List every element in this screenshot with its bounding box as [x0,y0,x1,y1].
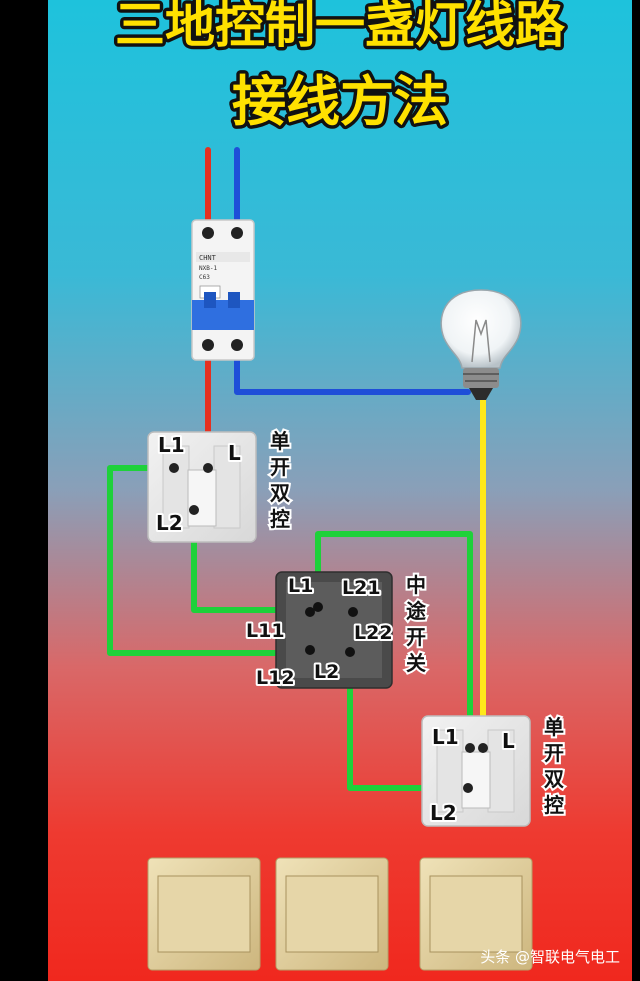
wiring-diagram: 三地控制一盏灯线路 接线方法 CHNT NXB-1 C63 [107,0,620,971]
switch-middle-label: 中 途 开 关 [404,571,429,677]
traveler-top-l2-to-middle-l11 [191,507,309,613]
top-terminal-l: L [228,441,241,465]
top-terminal-l2: L2 [156,511,183,535]
wall-switch-1 [147,857,261,971]
switch-top: L1 L L2 [147,431,257,543]
light-bulb [440,289,522,400]
middle-terminal-l11: L11 [246,620,285,642]
circuit-breaker: CHNT NXB-1 C63 [191,219,255,361]
bottom-label-char-0: 单 [544,715,564,739]
breaker-lever-right[interactable] [228,292,240,308]
middle-terminal-l21: L21 [342,577,381,599]
breaker-lever-left[interactable] [204,292,216,308]
neutral-to-lamp-wire [234,342,471,395]
top-label-char-3: 控 [270,507,290,531]
wall-switch-3 [419,857,533,971]
breaker-rating: C63 [199,274,210,281]
middle-terminal-l12: L12 [256,667,295,689]
top-label-char-0: 单 [270,429,290,453]
diagram-canvas: 三地控制一盏灯线路 接线方法 CHNT NXB-1 C63 [48,0,632,981]
wall-switch-2 [275,857,389,971]
breaker-brand: CHNT [199,254,217,262]
top-label-char-2: 双 [270,481,290,505]
bottom-label-char-1: 开 [544,741,564,765]
watermark: 头条 @智联电气电工 [480,948,620,966]
bottom-terminal-l: L [502,729,515,753]
bottom-terminal-l1: L1 [432,725,459,749]
switch-bottom-label: 单 开 双 控 [542,713,566,819]
breaker-model: NXB-1 [199,265,217,272]
switch-top-label: 单 开 双 控 [268,427,292,533]
middle-label-char-1: 途 [406,599,427,623]
top-terminal-l1: L1 [158,433,185,457]
traveler-middle-l1-to-bottom-l1 [315,531,473,751]
switch-bottom: L1 L L2 [421,715,531,827]
middle-label-char-0: 中 [406,573,426,597]
title-line1: 三地控制一盏灯线路 [115,0,566,54]
switch-middle: L1 L21 L11 L22 L12 L2 [244,571,395,691]
middle-label-char-2: 开 [406,625,426,649]
bottom-label-char-2: 双 [544,767,564,791]
bottom-label-char-3: 控 [544,793,564,817]
top-label-char-1: 开 [270,455,290,479]
middle-terminal-l1: L1 [288,575,313,597]
middle-label-char-3: 关 [406,651,426,675]
title-line2: 接线方法 [232,70,448,133]
middle-terminal-l22: L22 [354,622,393,644]
middle-terminal-l2: L2 [314,661,339,683]
bottom-terminal-l2: L2 [430,801,457,825]
